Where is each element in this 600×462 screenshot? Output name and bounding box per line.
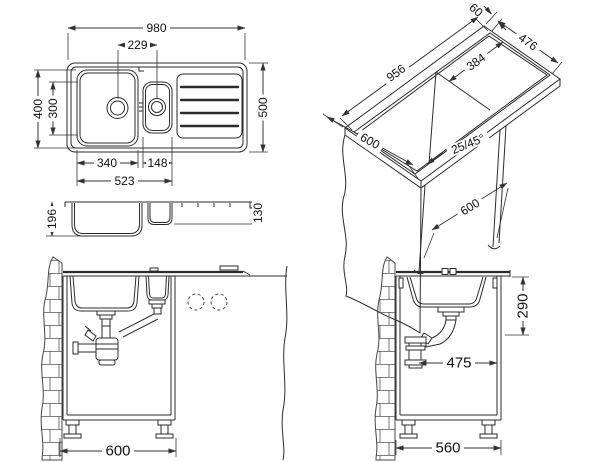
dim-half-bowl-depth-label: 130 [251,203,265,223]
sink-front-elevation [63,265,287,312]
waste-and-trap [72,299,166,366]
half-bowl [142,81,173,134]
dim-overall-depth: 500 [249,62,270,153]
overflow-marks [139,102,143,112]
dim-trap-to-side-offset: 475 [418,355,498,372]
base-cabinet-side [395,276,502,439]
dim-cabinet-width: 600 [423,182,509,259]
isometric-view: 60 476 956 384 [322,0,563,334]
dim-bowls-overall-width: 523 [76,174,173,188]
cabinet-leg [479,419,498,439]
top-view: 980 229 400 300 [31,21,270,188]
cabinet-leg [399,419,418,439]
overflow-fitting [449,268,457,275]
dim-trap-to-side-offset-label: 475 [446,355,471,372]
sink-side-elevation [396,268,511,308]
mounting-clip [398,277,404,289]
dim-main-bowl-depth: 196 [45,201,80,237]
break-line [281,265,288,461]
dim-main-bowl-depth-label: 196 [45,209,59,229]
brick-wall [374,256,396,461]
dim-cabinet-width-front: 600 [59,438,177,460]
dim-cabinet-width-front-label: 600 [105,443,130,460]
dim-bowl-outer-depth: 400 [31,69,76,149]
dim-overall-width: 980 [67,21,246,60]
section-view: 196 130 [45,200,265,237]
dim-overall-depth-label: 500 [256,97,270,117]
tap-hole-marker [210,293,228,311]
overflow-fitting [441,268,449,275]
dim-cutout-back-offset: 60 [464,0,507,31]
cabinet-leg [63,419,82,439]
main-bowl [76,69,139,147]
dim-cabinet-depth: 560 [395,440,502,457]
main-bowl-section [71,203,143,237]
drainer [176,73,243,139]
half-bowl-section [147,203,173,225]
dim-bowl-inner-depth: 300 [46,81,78,136]
dim-half-bowl-depth: 130 [174,200,265,226]
dim-rim-to-trap-height-label: 290 [515,293,532,318]
drainer-clips [181,203,231,207]
dim-cabinet-depth-label: 560 [435,440,460,457]
mounting-clip [492,277,498,289]
dim-bowl-outer-depth-label: 400 [31,99,45,119]
base-cabinet [62,276,176,439]
cabinet-leg [155,419,174,439]
brick-wall [40,256,63,461]
side-installation-view: 290 475 560 [374,256,532,461]
dim-rim-to-trap-height: 290 [505,276,532,336]
front-installation-view: 600 [40,256,288,461]
dim-half-bowl-width: 148 [142,137,173,186]
dim-bowls-overall-width-label: 523 [114,174,134,188]
dim-tap-hole-spacing: 229 [117,38,158,99]
dim-tap-hole-spacing-label: 229 [127,38,147,52]
dim-bowl-inner-depth-label: 300 [46,98,60,118]
dim-overall-width-label: 980 [146,21,166,35]
tap-hole-marker [187,293,205,311]
dim-main-bowl-width: 340 [76,150,139,186]
dim-main-bowl-width-label: 340 [97,156,117,170]
waste-and-trap-side [404,306,465,369]
dim-half-bowl-width-label: 148 [147,156,167,170]
